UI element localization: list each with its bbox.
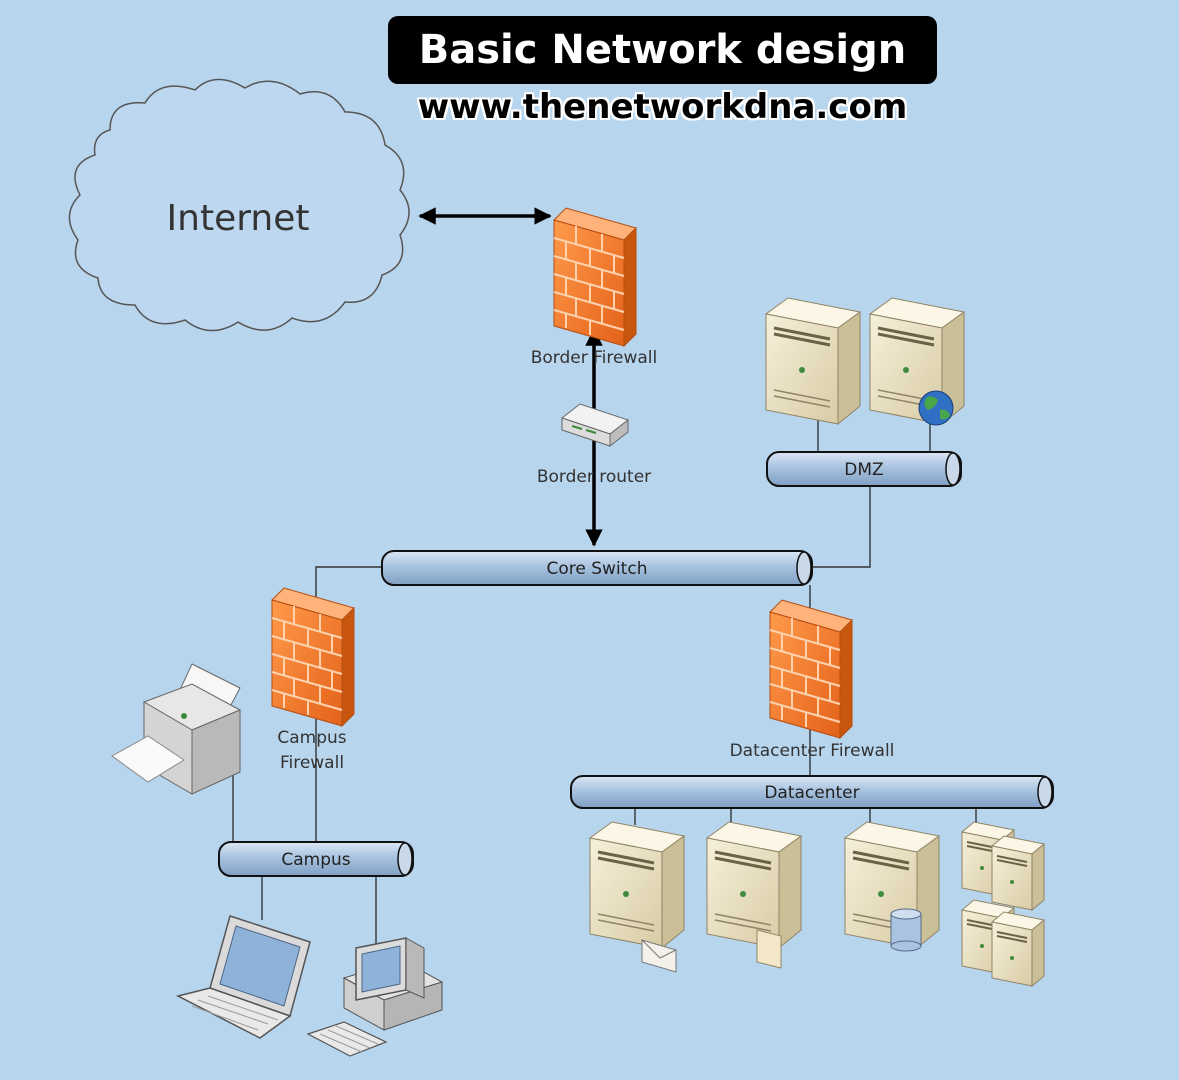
campus-firewall-icon [271, 587, 355, 727]
dmz-web-server-icon [868, 296, 966, 426]
internet-cloud: Internet [68, 78, 410, 332]
globe-icon [918, 390, 954, 426]
border-router-label: Border router [537, 467, 651, 487]
dmz-bus: DMZ [766, 451, 962, 487]
file-server-icon [705, 820, 803, 969]
envelope-icon [641, 939, 677, 973]
campus-label: Campus [281, 850, 350, 870]
server-cluster-icon [961, 821, 1045, 987]
internet-label: Internet [167, 198, 310, 239]
datacenter-firewall-icon [769, 599, 853, 739]
database-icon [890, 908, 922, 952]
mail-server-icon [588, 820, 686, 973]
border-router-icon [560, 403, 630, 448]
datacenter-firewall-label: Datacenter Firewall [730, 741, 895, 761]
diagram-title: Basic Network design [388, 16, 937, 84]
core-switch-label: Core Switch [547, 559, 648, 579]
datacenter-bus: Datacenter [570, 775, 1054, 809]
campus-firewall-label-2: Firewall [280, 753, 344, 773]
campus-firewall-label-1: Campus [277, 728, 346, 748]
desktop-pc-icon [306, 937, 444, 1057]
datacenter-label: Datacenter [764, 783, 859, 803]
laptop-icon [175, 915, 311, 1039]
core-switch-bus: Core Switch [381, 550, 813, 586]
diagram-subtitle: www.thenetworkdna.com [417, 87, 908, 127]
dmz-server-icon [764, 296, 862, 426]
database-server-icon [843, 820, 941, 952]
campus-bus: Campus [218, 841, 414, 877]
printer-icon [111, 663, 242, 795]
document-icon [756, 929, 782, 969]
border-firewall-label: Border Firewall [531, 348, 658, 368]
dmz-label: DMZ [844, 460, 883, 480]
border-firewall-icon [553, 207, 637, 347]
